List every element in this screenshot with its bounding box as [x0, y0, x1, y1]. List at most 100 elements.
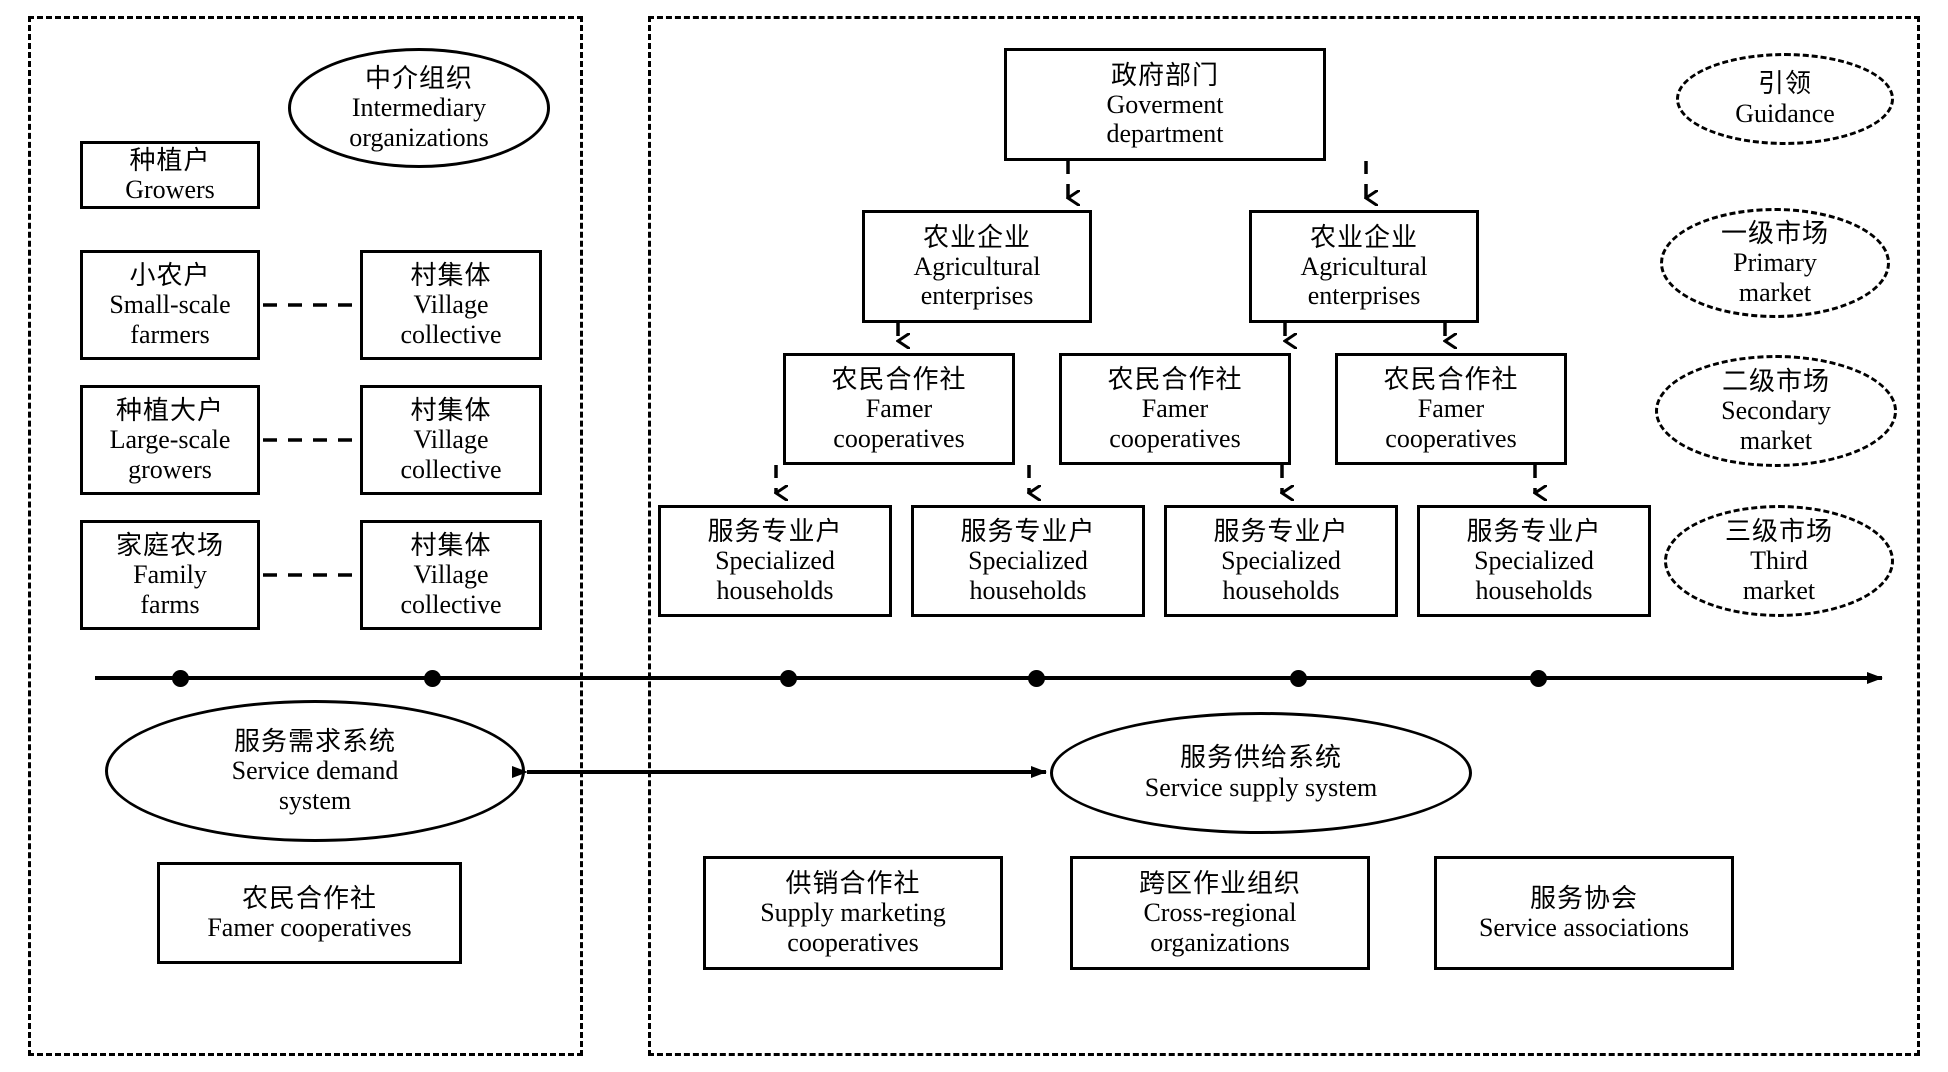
primary-market-label-zh: 一级市场 — [1720, 218, 1829, 248]
famer-cooperatives-bottom-label-en: Famer cooperatives — [207, 913, 412, 942]
specialized-households-box-1: 服务专业户 Specialized households — [658, 505, 892, 617]
family-farms-label-zh: 家庭农场 — [115, 531, 224, 561]
cross-regional-label-zh: 跨区作业组织 — [1138, 869, 1301, 899]
family-farms-label-en2: farms — [140, 589, 200, 619]
government-label-en2: department — [1106, 119, 1224, 149]
village-collective-3-label-en2: collective — [400, 589, 502, 619]
household-1-label-en1: Specialized — [715, 546, 835, 576]
small-scale-farmers-box: 小农户 Small-scale farmers — [80, 250, 260, 360]
village-collective-1-label-en1: Village — [413, 290, 489, 320]
village-collective-1-label-en2: collective — [400, 319, 502, 349]
household-2-label-en2: households — [969, 575, 1087, 605]
famer-cooperatives-bottom-label-zh: 农民合作社 — [241, 883, 377, 913]
intermediary-label-zh: 中介组织 — [364, 63, 473, 93]
household-3-label-en1: Specialized — [1221, 546, 1341, 576]
primary-market-label-en1: Primary — [1733, 248, 1817, 278]
family-farms-box: 家庭农场 Family farms — [80, 520, 260, 630]
supply-marketing-label-en1: Supply marketing — [760, 898, 946, 928]
ag-enterprise-2-label-zh: 农业企业 — [1309, 222, 1418, 252]
third-market-label-zh: 三级市场 — [1724, 516, 1833, 546]
secondary-market-label-en2: market — [1739, 425, 1813, 455]
family-farms-label-en1: Family — [133, 560, 207, 590]
primary-market-ellipse: 一级市场 Primary market — [1660, 208, 1890, 318]
village-collective-2-label-en2: collective — [400, 454, 502, 484]
government-label-en1: Goverment — [1106, 89, 1224, 119]
specialized-households-box-3: 服务专业户 Specialized households — [1164, 505, 1398, 617]
coop-3-label-en2: cooperatives — [1385, 423, 1517, 453]
household-4-label-en2: households — [1475, 575, 1593, 605]
supply-marketing-cooperatives-box: 供销合作社 Supply marketing cooperatives — [703, 856, 1003, 970]
large-scale-growers-label-en2: growers — [128, 454, 212, 484]
intermediary-organizations-ellipse: 中介组织 Intermediary organizations — [288, 48, 550, 168]
village-collective-2-label-en1: Village — [413, 425, 489, 455]
household-4-label-zh: 服务专业户 — [1466, 517, 1602, 547]
agricultural-enterprises-box-1: 农业企业 Agricultural enterprises — [862, 210, 1092, 323]
small-scale-farmers-label-en2: farmers — [130, 319, 210, 349]
agricultural-enterprises-box-2: 农业企业 Agricultural enterprises — [1249, 210, 1479, 323]
famer-cooperatives-bottom-box: 农民合作社 Famer cooperatives — [157, 862, 462, 964]
coop-1-label-en1: Famer — [865, 394, 933, 424]
large-scale-growers-label-zh: 种植大户 — [115, 396, 224, 426]
cross-regional-organizations-box: 跨区作业组织 Cross-regional organizations — [1070, 856, 1370, 970]
household-1-label-zh: 服务专业户 — [707, 517, 843, 547]
coop-1-label-zh: 农民合作社 — [831, 365, 967, 395]
growers-label-zh: 种植户 — [129, 145, 211, 175]
coop-1-label-en2: cooperatives — [833, 423, 965, 453]
coop-2-label-zh: 农民合作社 — [1107, 365, 1243, 395]
service-demand-label-zh: 服务需求系统 — [233, 726, 396, 756]
village-collective-3-label-zh: 村集体 — [410, 531, 492, 561]
ag-enterprise-2-label-en2: enterprises — [1307, 281, 1421, 311]
service-associations-box: 服务协会 Service associations — [1434, 856, 1734, 970]
ag-enterprise-1-label-zh: 农业企业 — [922, 222, 1031, 252]
growers-label-en: Growers — [125, 175, 215, 204]
village-collective-box-1: 村集体 Village collective — [360, 250, 542, 360]
small-scale-farmers-label-en1: Small-scale — [109, 290, 231, 320]
ag-enterprise-1-label-en1: Agricultural — [913, 251, 1041, 281]
household-2-label-zh: 服务专业户 — [960, 517, 1096, 547]
government-department-box: 政府部门 Goverment department — [1004, 48, 1326, 161]
axis-dot-4 — [1028, 670, 1045, 687]
secondary-market-label-zh: 二级市场 — [1721, 366, 1830, 396]
axis-dot-1 — [172, 670, 189, 687]
household-3-label-en2: households — [1222, 575, 1340, 605]
growers-box: 种植户 Growers — [80, 141, 260, 209]
village-collective-box-3: 村集体 Village collective — [360, 520, 542, 630]
ag-enterprise-1-label-en2: enterprises — [920, 281, 1034, 311]
third-market-ellipse: 三级市场 Third market — [1664, 505, 1894, 617]
household-3-label-zh: 服务专业户 — [1213, 517, 1349, 547]
coop-2-label-en2: cooperatives — [1109, 423, 1241, 453]
large-scale-growers-label-en1: Large-scale — [109, 425, 231, 455]
supply-marketing-label-zh: 供销合作社 — [785, 869, 921, 899]
large-scale-growers-box: 种植大户 Large-scale growers — [80, 385, 260, 495]
service-demand-panel — [28, 16, 583, 1056]
intermediary-label-en1: Intermediary — [351, 93, 487, 123]
village-collective-2-label-zh: 村集体 — [410, 396, 492, 426]
third-market-label-en2: market — [1742, 575, 1816, 605]
primary-market-label-en2: market — [1738, 277, 1812, 307]
government-label-zh: 政府部门 — [1110, 60, 1219, 90]
famer-cooperatives-box-2: 农民合作社 Famer cooperatives — [1059, 353, 1291, 465]
third-market-label-en1: Third — [1750, 546, 1808, 576]
coop-3-label-zh: 农民合作社 — [1383, 365, 1519, 395]
axis-dot-3 — [780, 670, 797, 687]
service-supply-label-zh: 服务供给系统 — [1179, 743, 1342, 773]
axis-dot-2 — [424, 670, 441, 687]
service-demand-label-en2: system — [278, 785, 352, 815]
service-supply-system-ellipse: 服务供给系统 Service supply system — [1050, 712, 1472, 834]
supply-marketing-label-en2: cooperatives — [787, 927, 919, 957]
coop-3-label-en1: Famer — [1417, 394, 1485, 424]
famer-cooperatives-box-3: 农民合作社 Famer cooperatives — [1335, 353, 1567, 465]
household-1-label-en2: households — [716, 575, 834, 605]
service-demand-system-ellipse: 服务需求系统 Service demand system — [105, 700, 525, 842]
household-4-label-en1: Specialized — [1474, 546, 1594, 576]
village-collective-box-2: 村集体 Village collective — [360, 385, 542, 495]
service-supply-panel — [648, 16, 1920, 1056]
cross-regional-label-en2: organizations — [1150, 927, 1290, 957]
service-associations-label-zh: 服务协会 — [1529, 883, 1638, 913]
ag-enterprise-2-label-en1: Agricultural — [1300, 251, 1428, 281]
specialized-households-box-2: 服务专业户 Specialized households — [911, 505, 1145, 617]
guidance-label-zh: 引领 — [1757, 69, 1812, 99]
village-collective-3-label-en1: Village — [413, 560, 489, 590]
village-collective-1-label-zh: 村集体 — [410, 261, 492, 291]
cross-regional-label-en1: Cross-regional — [1143, 898, 1297, 928]
